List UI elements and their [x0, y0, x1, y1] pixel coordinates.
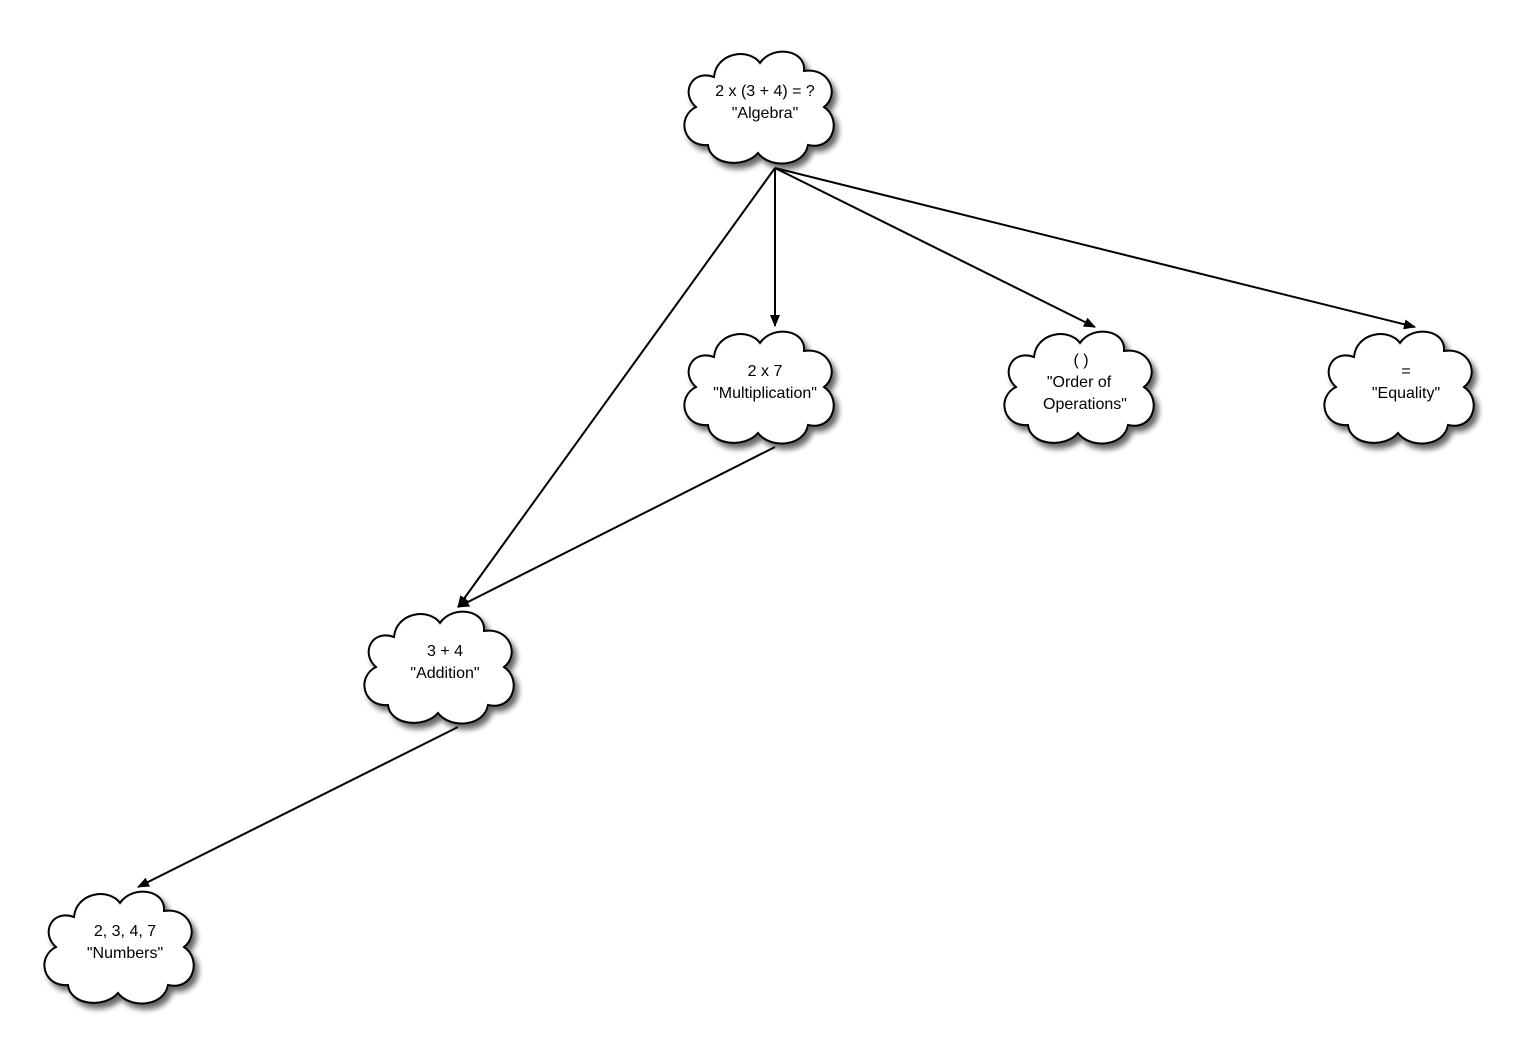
node-expression: 2, 3, 4, 7	[93, 923, 157, 940]
node-label-multiplication: 2 x 7 "Multiplication"	[685, 361, 845, 405]
node-expression: =	[1401, 363, 1411, 380]
node-concept: "Algebra"	[731, 105, 799, 122]
node-label-addition: 3 + 4 "Addition"	[365, 641, 525, 685]
node-concept: "Addition"	[410, 665, 480, 682]
node-label-algebra: 2 x (3 + 4) = ? "Algebra"	[685, 81, 845, 125]
node-expression: 2 x (3 + 4) = ?	[715, 83, 815, 100]
node-expression: 2 x 7	[747, 363, 783, 380]
edge-multiplication-addition	[457, 446, 776, 608]
node-expression: 3 + 4	[426, 643, 464, 660]
node-label-equality: = "Equality"	[1326, 361, 1486, 405]
node-concept-cont: Operations"	[1043, 396, 1127, 413]
node-concept: "Order of	[1046, 374, 1112, 391]
edge-addition-numbers	[137, 726, 459, 888]
edge-algebra-equality	[774, 167, 1416, 330]
node-concept: "Numbers"	[86, 945, 164, 962]
node-concept: "Equality"	[1371, 385, 1441, 402]
edge-algebra-order	[774, 167, 1096, 328]
node-expression: ( )	[1073, 352, 1089, 369]
node-label-numbers: 2, 3, 4, 7 "Numbers"	[45, 921, 205, 965]
node-concept: "Multiplication"	[713, 385, 817, 402]
edge-algebra-addition	[457, 167, 776, 608]
node-label-order: ( ) "Order of Operations"	[1001, 350, 1161, 416]
